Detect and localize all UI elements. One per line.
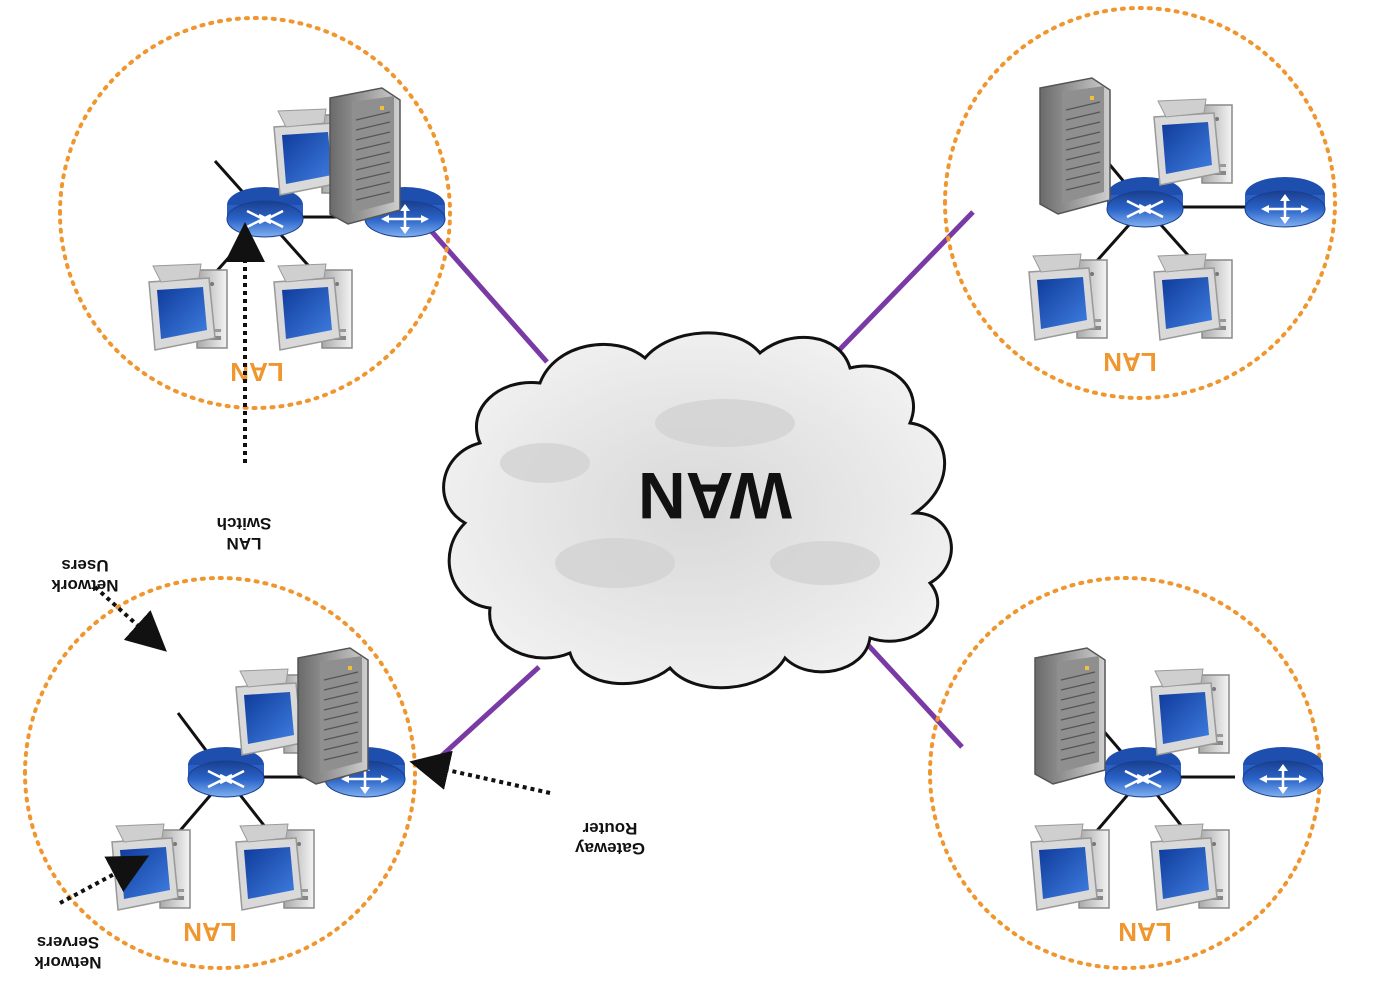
wan-cloud-icon xyxy=(442,331,953,690)
lan-site-b: LAN xyxy=(23,576,417,970)
server-icon xyxy=(1034,647,1106,785)
router-icon xyxy=(1241,745,1325,799)
callout-gateway-router: Gateway Router xyxy=(574,819,644,858)
lan-site-d: LAN xyxy=(58,16,452,410)
wan-label: WAN xyxy=(638,459,792,533)
network-users-label-line2: Users xyxy=(61,556,108,575)
switch-icon xyxy=(1105,175,1185,229)
callout-lan-switch: LAN Switch xyxy=(217,514,272,553)
workstation-icon xyxy=(1150,668,1230,756)
gateway-router-label-line1: Gateway xyxy=(574,839,644,858)
workstation-icon xyxy=(1150,823,1230,911)
workstation-icon xyxy=(235,823,315,911)
callout-network-users: Network Users xyxy=(51,556,119,595)
network-users-arrow xyxy=(93,585,167,652)
network-servers-label-line2: Servers xyxy=(37,933,99,952)
lan-switch-label-line2: Switch xyxy=(217,514,272,533)
wan-link-4 xyxy=(408,205,549,364)
network-servers-label-line1: Network xyxy=(34,953,102,972)
server-icon xyxy=(1039,77,1111,215)
callout-network-servers: Network Servers xyxy=(34,933,102,972)
lan-site-c: LAN xyxy=(943,6,1337,400)
workstation-icon xyxy=(1028,253,1108,341)
lan-site-a: LAN xyxy=(928,576,1325,970)
gateway-router-label-line2: Router xyxy=(582,819,637,838)
wan-link-2 xyxy=(423,665,541,773)
lan-label: LAN xyxy=(1103,347,1156,377)
lan-label: LAN xyxy=(230,357,283,387)
network-users-label-line1: Network xyxy=(51,576,119,595)
switch-icon xyxy=(186,745,266,799)
workstation-icon xyxy=(1153,98,1233,186)
lan-label: LAN xyxy=(1118,917,1171,947)
workstation-icon xyxy=(148,263,228,351)
callout-arrows xyxy=(59,222,551,905)
workstation-icon xyxy=(273,263,353,351)
switch-icon xyxy=(225,185,305,239)
switch-icon xyxy=(1103,745,1183,799)
workstation-icon xyxy=(1030,823,1110,911)
workstation-icon xyxy=(1153,253,1233,341)
gateway-router-arrow xyxy=(409,750,551,795)
server-icon xyxy=(329,87,401,225)
lan-switch-label-line1: LAN xyxy=(227,534,262,553)
lan-label: LAN xyxy=(183,917,236,947)
router-icon xyxy=(1243,175,1327,229)
rotated-diagram: WAN LAN xyxy=(23,6,1337,970)
server-icon xyxy=(297,647,369,785)
network-servers-arrow xyxy=(59,855,150,905)
